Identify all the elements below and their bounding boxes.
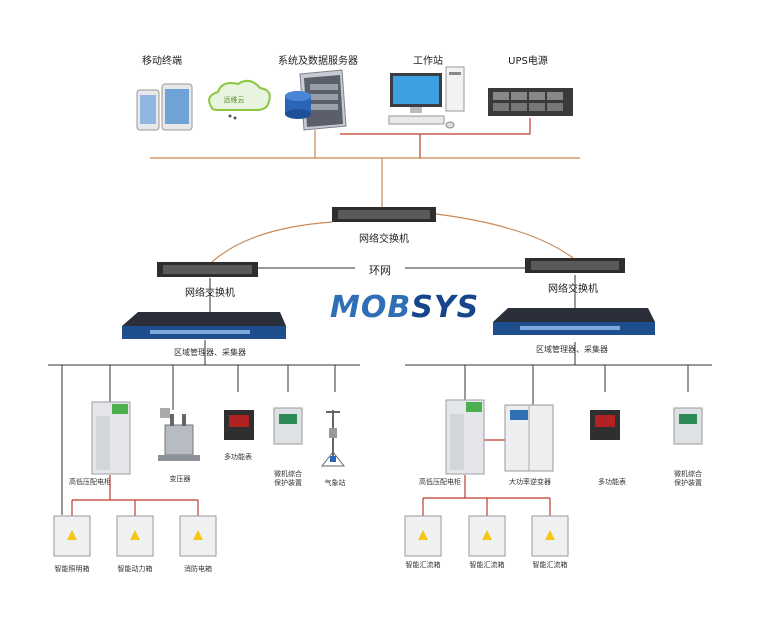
left-box-3-icon	[179, 515, 217, 557]
right-box-1-icon	[404, 515, 442, 557]
right-box-2-icon	[468, 515, 506, 557]
mobile-terminal-icon	[136, 83, 193, 131]
right-box-1-label: 智能汇流箱	[405, 561, 441, 569]
server-label: 系统及数据服务器	[278, 56, 358, 67]
protector-left-icon	[273, 407, 303, 445]
left-box-links	[71, 475, 199, 516]
inverter-label: 大功率逆变器	[509, 478, 551, 486]
collector-right-label: 区域管理器、采集器	[536, 345, 608, 354]
brand-logo: MOBSYS	[330, 290, 480, 325]
switch-right-label: 网络交换机	[548, 284, 598, 295]
network-switch-right-icon	[525, 258, 625, 273]
left-box-2-label: 智能动力箱	[117, 565, 153, 573]
right-box-links	[422, 439, 551, 516]
top-bus-lines	[150, 130, 580, 263]
network-switch-left-icon	[157, 262, 258, 277]
workstation-label: 工作站	[413, 56, 443, 67]
left-field-bus	[48, 340, 360, 515]
cloud-label: 远维云	[223, 96, 245, 104]
right-box-3-icon	[531, 515, 569, 557]
protector-right-label: 微机综合保护装置	[674, 470, 702, 487]
switch-left-label: 网络交换机	[185, 288, 235, 299]
switch-top-label: 网络交换机	[359, 234, 409, 245]
protector-right-icon	[673, 407, 703, 445]
workstation-icon	[388, 66, 465, 129]
collector-left-icon	[122, 312, 286, 339]
mobile-terminal-label: 移动终端	[142, 56, 182, 67]
cloud-icon	[208, 79, 271, 120]
meter-right-label: 多功能表	[598, 478, 626, 486]
network-switch-top-icon	[332, 207, 436, 222]
ring-network-label: 环网	[369, 264, 391, 277]
collector-left-label: 区域管理器、采集器	[174, 348, 246, 357]
weather-station-label: 气象站	[324, 479, 346, 487]
meter-left-label: 多功能表	[224, 453, 252, 461]
hv-cabinet-left-icon	[91, 401, 131, 475]
hv-cabinet-right-icon	[445, 399, 485, 475]
right-field-bus	[405, 342, 712, 405]
left-box-2-icon	[116, 515, 154, 557]
transformer-label: 变压器	[169, 475, 191, 483]
inverter-icon	[504, 404, 554, 472]
left-box-3-label: 消防电箱	[184, 565, 212, 573]
weather-station-icon	[320, 410, 346, 467]
meter-right-icon	[590, 410, 620, 440]
hv-cabinet-left-label: 高低压配电柜	[69, 478, 111, 486]
left-box-1-label: 智能照明箱	[54, 565, 90, 573]
protector-left-label: 微机综合保护装置	[274, 470, 302, 487]
transformer-icon	[158, 408, 200, 461]
right-box-3-label: 智能汇流箱	[532, 561, 568, 569]
right-box-2-label: 智能汇流箱	[469, 561, 505, 569]
server-icon	[285, 69, 347, 131]
ups-label: UPS电源	[508, 56, 548, 67]
workstation-ups-red-links	[340, 118, 531, 158]
ups-icon	[488, 88, 573, 116]
collector-right-icon	[493, 308, 655, 335]
hv-cabinet-right-label: 高低压配电柜	[419, 478, 461, 486]
left-box-1-icon	[53, 515, 91, 557]
meter-left-icon	[224, 410, 254, 440]
